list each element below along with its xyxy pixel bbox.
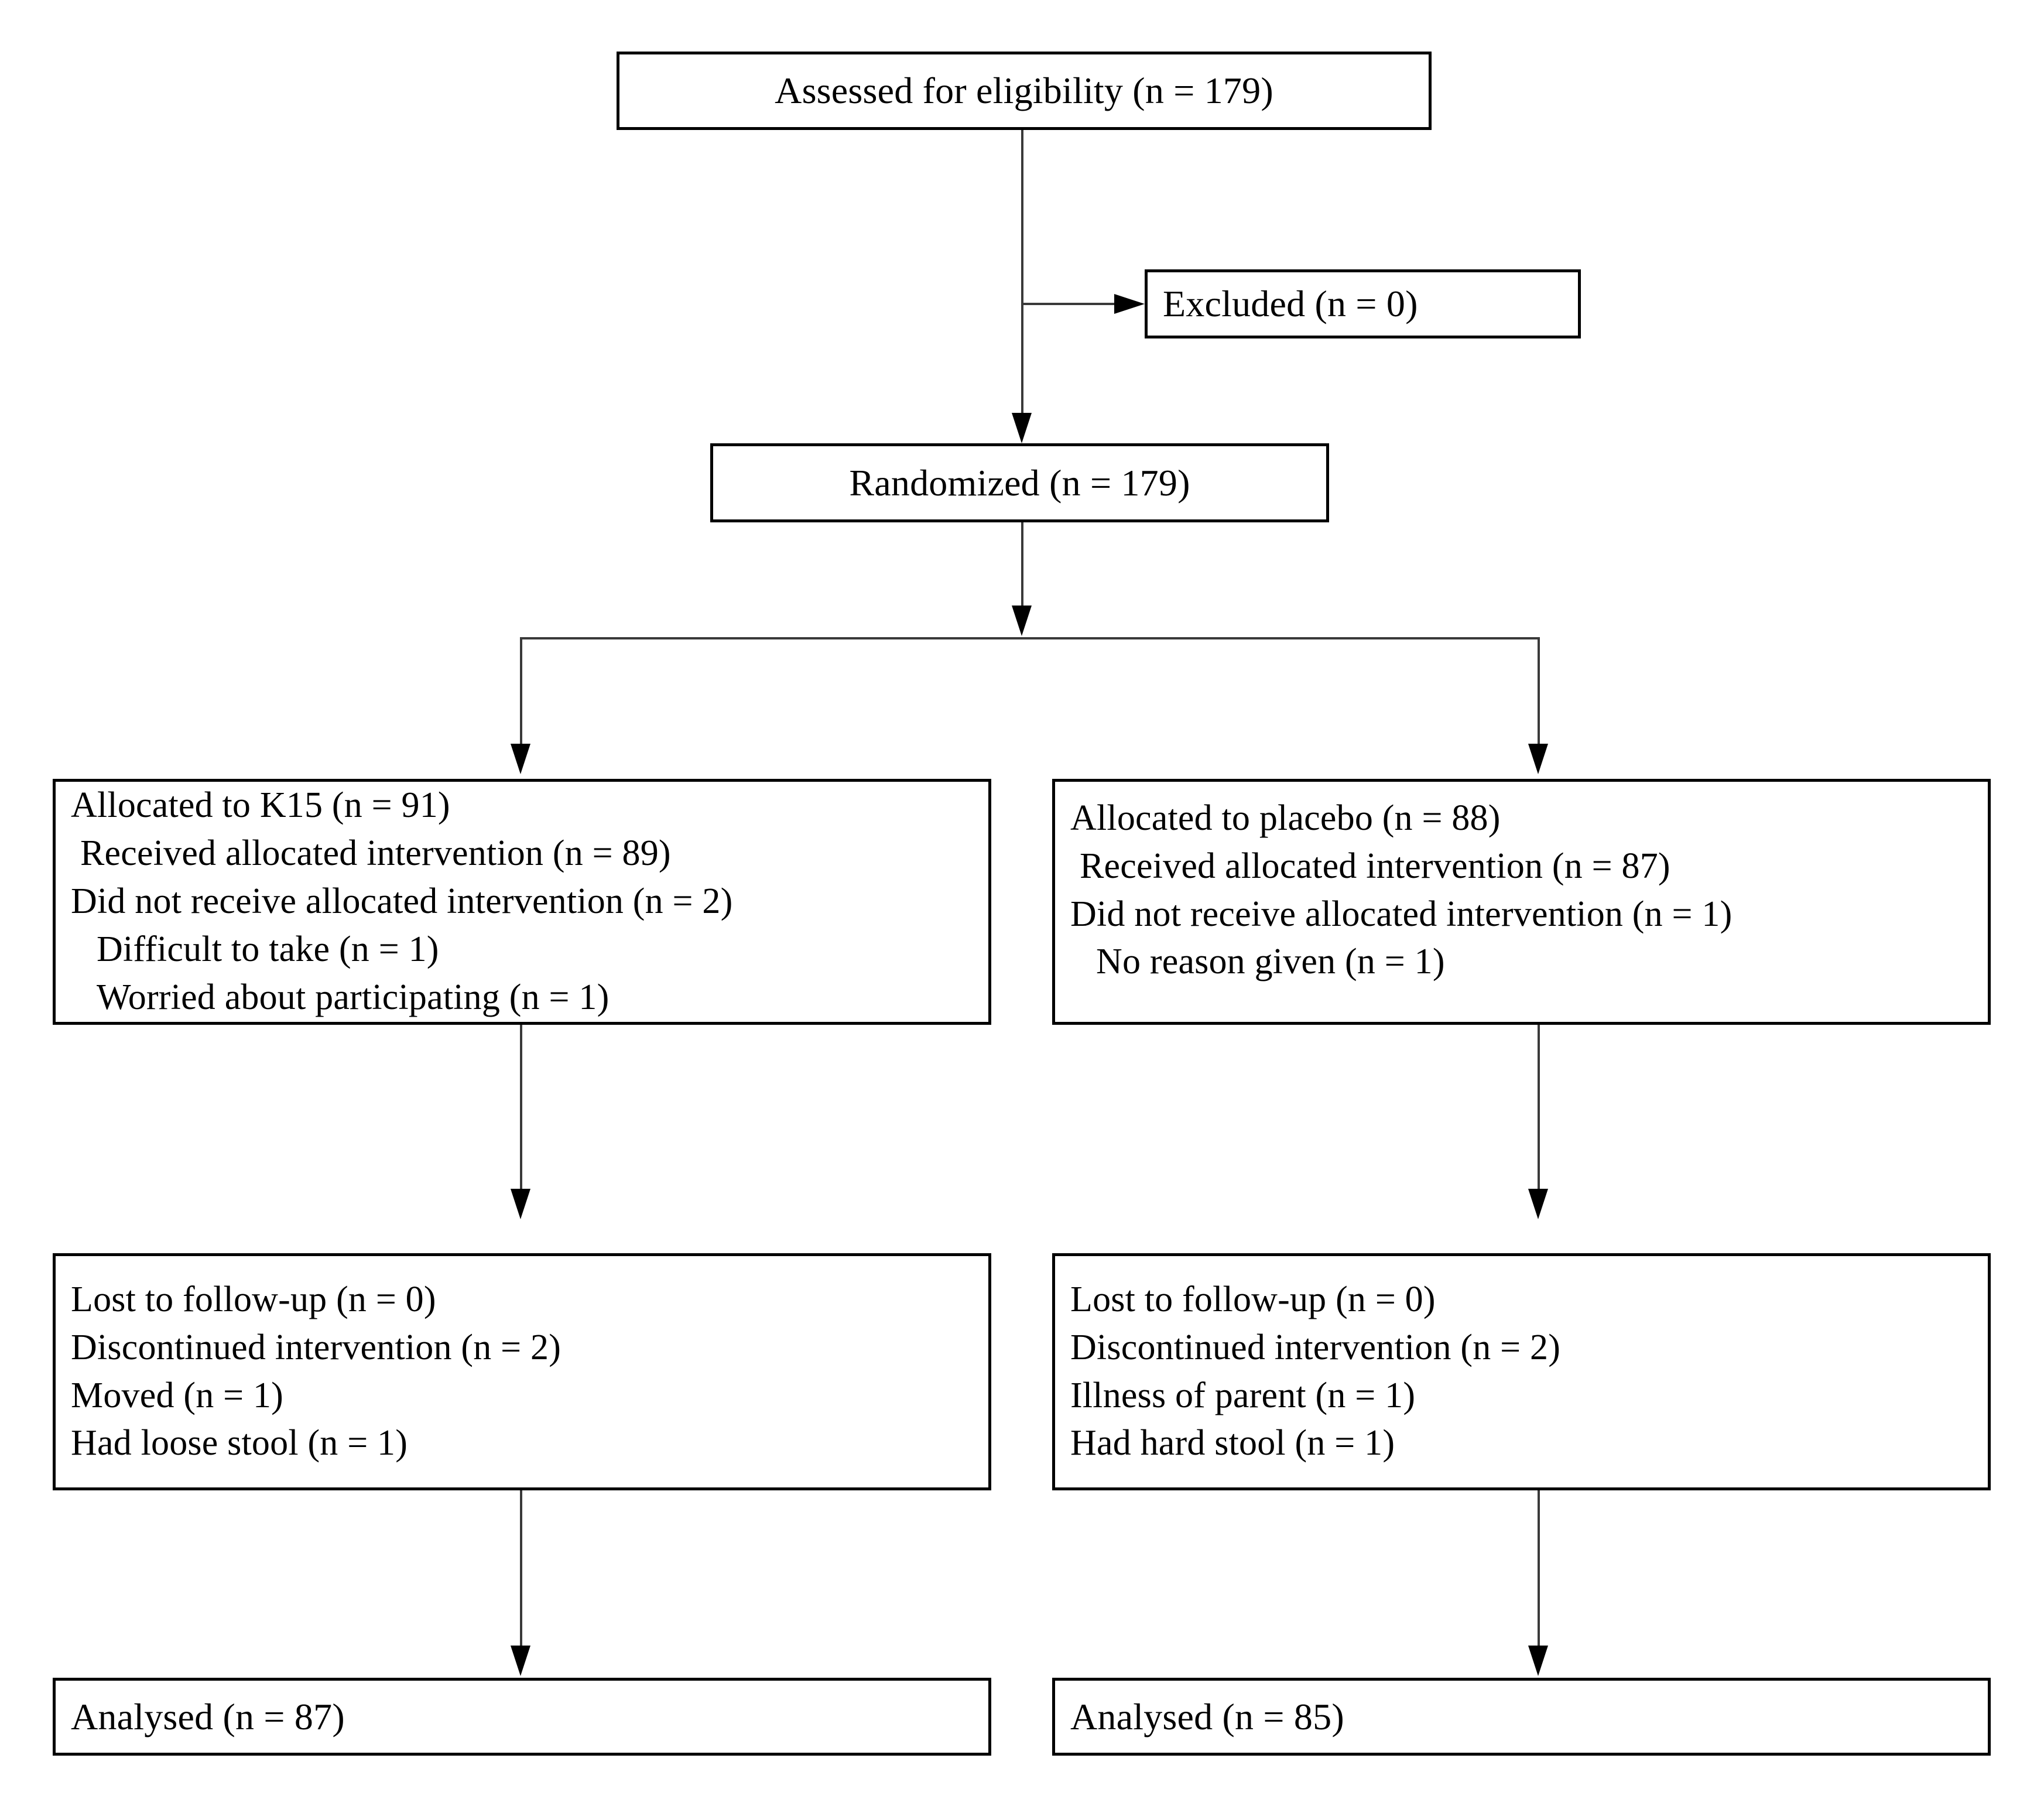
arrowhead-assessed-to-randomized xyxy=(1012,413,1032,443)
allocation-left-line-3: Did not receive allocated intervention (… xyxy=(71,881,733,922)
connector-assessed-to-randomized xyxy=(1021,130,1023,415)
arrowhead-fork-to-allocation-right xyxy=(1528,744,1548,774)
assessed-line-1: Assessed for eligibility (n = 179) xyxy=(775,70,1273,111)
arrowhead-followup-right-to-analysed-right xyxy=(1528,1646,1548,1676)
connector-allocation-right-to-followup-right xyxy=(1538,1025,1540,1192)
connector-fork-to-allocation-right xyxy=(1538,637,1540,745)
node-excluded: Excluded (n = 0) xyxy=(1145,269,1581,338)
node-analysed-k15: Analysed (n = 87) xyxy=(53,1678,991,1756)
arrowhead-fork-to-allocation-left xyxy=(511,744,530,774)
followup-right-line-4: Had hard stool (n = 1) xyxy=(1070,1423,1395,1463)
allocation-left-line-2: Received allocated intervention (n = 89) xyxy=(80,833,671,874)
fork-bar-randomized xyxy=(520,637,1540,639)
connector-fork-to-allocation-left xyxy=(520,637,522,745)
analysed-right-line-1: Analysed (n = 85) xyxy=(1070,1695,1344,1737)
node-analysed-placebo: Analysed (n = 85) xyxy=(1052,1678,1991,1756)
followup-right-line-3: Illness of parent (n = 1) xyxy=(1070,1375,1416,1415)
arrowhead-randomized-to-fork xyxy=(1012,606,1032,636)
allocation-right-line-1: Allocated to placebo (n = 88) xyxy=(1070,798,1501,838)
randomized-line-1: Randomized (n = 179) xyxy=(849,461,1190,504)
arrowhead-followup-left-to-analysed-left xyxy=(511,1646,530,1676)
connector-allocation-left-to-followup-left xyxy=(520,1025,522,1192)
followup-left-line-1: Lost to follow-up (n = 0) xyxy=(71,1279,436,1319)
connector-followup-left-to-analysed-left xyxy=(520,1490,522,1648)
node-allocated-to-k15: Allocated to K15 (n = 91) Received alloc… xyxy=(53,779,991,1025)
analysed-left-line-1: Analysed (n = 87) xyxy=(71,1695,345,1737)
connector-randomized-to-fork xyxy=(1021,522,1023,608)
allocation-left-line-5: Worried about participating (n = 1) xyxy=(97,977,610,1017)
followup-right-line-1: Lost to follow-up (n = 0) xyxy=(1070,1279,1436,1319)
excluded-line-1: Excluded (n = 0) xyxy=(1163,283,1418,324)
connector-followup-right-to-analysed-right xyxy=(1538,1490,1540,1648)
followup-left-line-4: Had loose stool (n = 1) xyxy=(71,1423,408,1463)
followup-left-line-2: Discontinued intervention (n = 2) xyxy=(71,1327,561,1367)
allocation-left-line-1: Allocated to K15 (n = 91) xyxy=(71,785,450,826)
allocation-right-line-2: Received allocated intervention (n = 87) xyxy=(1080,846,1670,886)
allocation-left-line-4: Difficult to take (n = 1) xyxy=(97,929,439,969)
node-follow-up-placebo: Lost to follow-up (n = 0) Discontinued i… xyxy=(1052,1253,1991,1490)
node-assessed-for-eligibility: Assessed for eligibility (n = 179) xyxy=(617,52,1432,130)
arrowhead-allocation-left-to-followup-left xyxy=(511,1189,530,1219)
node-allocated-to-placebo: Allocated to placebo (n = 88) Received a… xyxy=(1052,779,1991,1025)
arrowhead-allocation-right-to-followup-right xyxy=(1528,1189,1548,1219)
node-follow-up-k15: Lost to follow-up (n = 0) Discontinued i… xyxy=(53,1253,991,1490)
allocation-right-line-4: No reason given (n = 1) xyxy=(1096,942,1445,982)
node-randomized: Randomized (n = 179) xyxy=(710,443,1329,522)
arrowhead-assessed-to-excluded xyxy=(1114,294,1145,314)
allocation-right-line-3: Did not receive allocated intervention (… xyxy=(1070,894,1733,934)
connector-assessed-to-excluded xyxy=(1021,303,1119,305)
followup-left-line-3: Moved (n = 1) xyxy=(71,1375,284,1415)
followup-right-line-2: Discontinued intervention (n = 2) xyxy=(1070,1327,1561,1367)
